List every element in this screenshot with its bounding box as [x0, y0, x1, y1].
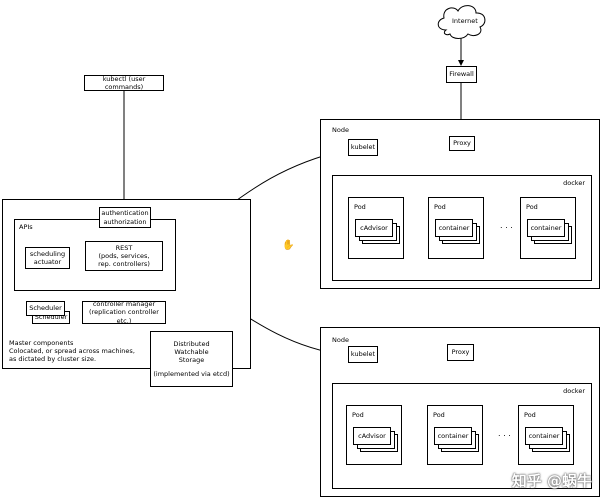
pod-label-1-3: Pod	[526, 203, 538, 211]
rest-line1: REST	[115, 243, 133, 252]
storage-title: Distributed Watchable Storage	[151, 340, 232, 364]
container-label-2-3: container	[528, 431, 560, 440]
auth-line1: authentication	[101, 209, 149, 218]
docker-label-2: docker	[563, 387, 585, 395]
pods-ellipsis-2: . . .	[498, 429, 511, 438]
storage-note: (implemented via etcd)	[151, 370, 232, 378]
node-label-1: Node	[332, 126, 349, 134]
container-box-1-2: container	[435, 219, 473, 237]
controller-manager-box: controller manager (replication controll…	[82, 300, 166, 325]
kubectl-label: kubectl (user commands)	[102, 74, 146, 91]
kubectl-box: kubectl (user commands)	[84, 75, 164, 91]
container-label-1-2: container	[438, 223, 470, 232]
container-label-1-1: cAdvisor	[360, 223, 388, 232]
container-box-2-2: container	[434, 427, 472, 445]
master-components-line3: as dictated by cluster size.	[9, 355, 97, 364]
master-components-line2: Colocated, or spread across machines,	[9, 347, 135, 356]
scheduling-line1: scheduling	[29, 249, 66, 258]
container-box-2-3: container	[525, 427, 563, 445]
container-label-1-3: container	[530, 223, 562, 232]
hand-cursor-icon: ✋	[282, 240, 295, 251]
container-box-1-3: container	[527, 219, 565, 237]
scheduling-actuator-box: scheduling actuator	[25, 247, 70, 269]
kubelet-label-2: kubelet	[350, 350, 376, 359]
pod-label-2-3: Pod	[524, 411, 536, 419]
master-components-line1: Master components	[9, 339, 74, 347]
scheduler-back-label: Scheduler	[34, 313, 68, 322]
proxy-box-2: Proxy	[447, 344, 474, 361]
apis-label: APIs	[19, 223, 33, 231]
pods-ellipsis-1: . . .	[500, 221, 513, 230]
container-label-2-2: container	[437, 431, 469, 440]
kubelet-label-1: kubelet	[350, 143, 376, 152]
firewall-label: Firewall	[449, 70, 474, 79]
kubelet-box-2: kubelet	[348, 346, 378, 363]
auth-box: authentication authorization	[99, 207, 151, 228]
firewall-box: Firewall	[446, 66, 477, 83]
controller-manager-line2: (replication controller etc.)	[89, 308, 159, 325]
pod-label-2-1: Pod	[352, 411, 364, 419]
container-label-2-1: cAdvisor	[358, 431, 386, 440]
storage-line3: Storage	[178, 356, 205, 365]
rest-line3: rep. controllers)	[98, 260, 150, 269]
node-label-2: Node	[332, 336, 349, 344]
storage-line4: (implemented via etcd)	[153, 370, 230, 378]
watermark: 知乎 @蜗牛	[511, 472, 592, 490]
container-box-2-1: cAdvisor	[353, 427, 391, 445]
proxy-box-1: Proxy	[449, 136, 475, 151]
kubelet-box-1: kubelet	[348, 139, 378, 156]
controller-manager-line1: controller manager	[92, 300, 156, 309]
proxy-label-1: Proxy	[453, 139, 471, 148]
auth-line2: authorization	[103, 217, 147, 226]
storage-line2: Watchable	[174, 348, 209, 357]
rest-line2: (pods, services,	[98, 251, 150, 260]
scheduler-box: Scheduler	[26, 301, 65, 316]
internet-label: Internet	[452, 17, 478, 25]
storage-box: Distributed Watchable Storage (implement…	[150, 331, 233, 387]
storage-line1: Distributed	[173, 340, 210, 348]
rest-box: REST (pods, services, rep. controllers)	[85, 241, 163, 271]
pod-label-1-2: Pod	[434, 203, 446, 211]
pod-label-1-1: Pod	[354, 203, 366, 211]
scheduler-label: Scheduler	[29, 304, 62, 313]
scheduling-line2: actuator	[33, 258, 62, 266]
docker-label-1: docker	[563, 179, 585, 187]
pod-label-2-2: Pod	[433, 411, 445, 419]
master-components-text: Master components Colocated, or spread a…	[9, 339, 135, 363]
container-box-1-1: cAdvisor	[355, 219, 393, 237]
proxy-label-2: Proxy	[451, 348, 470, 357]
